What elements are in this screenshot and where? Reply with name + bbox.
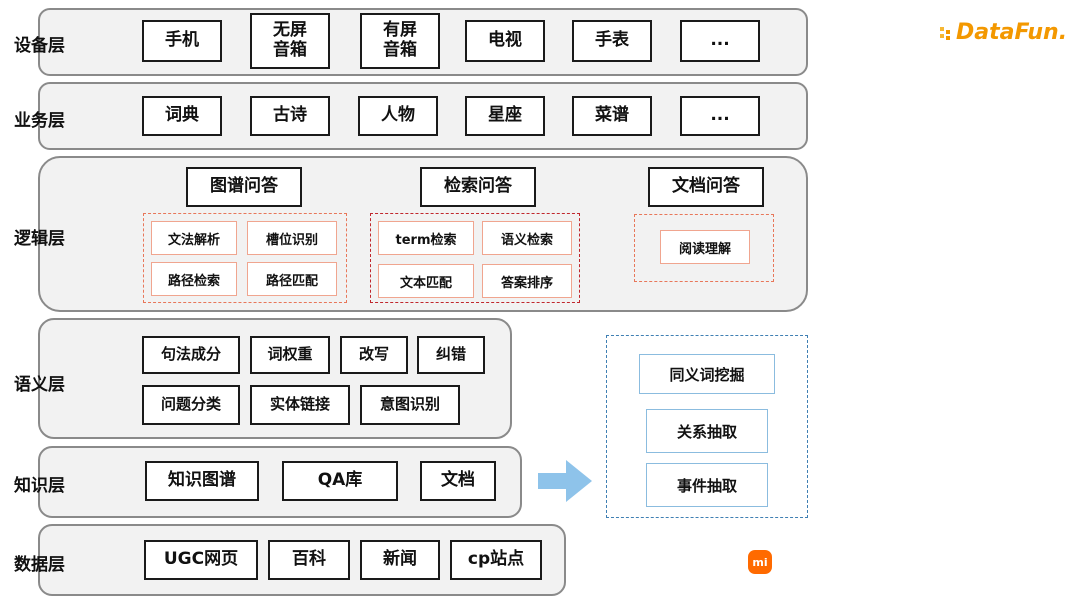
device-more: ...: [680, 20, 760, 62]
graph-qa-path-match: 路径匹配: [247, 262, 337, 296]
search-qa-semantic-search: 语义检索: [482, 221, 572, 255]
mining-event: 事件抽取: [646, 463, 768, 507]
device-speaker-screen: 有屏 音箱: [360, 13, 440, 69]
business-more: ...: [680, 96, 760, 136]
semantic-intent-recognition: 意图识别: [360, 385, 460, 425]
semantic-entity-linking: 实体链接: [250, 385, 350, 425]
data-news: 新闻: [360, 540, 440, 580]
knowledge-qa-lib: QA库: [282, 461, 398, 501]
semantic-correction: 纠错: [417, 336, 485, 374]
device-speaker-screen-text: 有屏 音箱: [383, 20, 417, 60]
search-qa-answer-rank: 答案排序: [482, 264, 572, 298]
mining-relation: 关系抽取: [646, 409, 768, 453]
data-encyclopedia: 百科: [268, 540, 350, 580]
device-speaker-no-screen: 无屏 音箱: [250, 13, 330, 69]
device-phone: 手机: [142, 20, 222, 62]
mi-logo-text: mi: [752, 555, 768, 569]
knowledge-kg: 知识图谱: [145, 461, 259, 501]
doc-qa-reading-comprehension: 阅读理解: [660, 230, 750, 264]
datafun-dots-icon: [940, 27, 950, 40]
knowledge-document: 文档: [420, 461, 496, 501]
semantic-term-weight: 词权重: [250, 336, 330, 374]
search-qa-title: 检索问答: [420, 167, 536, 207]
device-speaker-no-screen-text: 无屏 音箱: [273, 20, 307, 60]
device-watch: 手表: [572, 20, 652, 62]
data-layer-label: 数据层: [14, 555, 65, 575]
search-qa-group: [370, 213, 580, 303]
mining-group: [606, 335, 808, 518]
semantic-question-classify: 问题分类: [142, 385, 240, 425]
doc-qa-group: [634, 214, 774, 282]
semantic-layer-label: 语义层: [14, 375, 65, 395]
data-ugc-web: UGC网页: [144, 540, 258, 580]
graph-qa-grammar-parse: 文法解析: [151, 221, 237, 255]
business-person: 人物: [358, 96, 438, 136]
doc-qa-title: 文档问答: [648, 167, 764, 207]
arrow-right-icon: [538, 460, 592, 502]
business-dictionary: 词典: [142, 96, 222, 136]
search-qa-term-search: term检索: [378, 221, 474, 255]
semantic-rewrite: 改写: [340, 336, 408, 374]
device-layer-label: 设备层: [14, 36, 65, 56]
device-tv: 电视: [465, 20, 545, 62]
business-layer-label: 业务层: [14, 111, 65, 131]
datafun-logo-text: DataFun.: [956, 20, 1068, 45]
graph-qa-path-search: 路径检索: [151, 262, 237, 296]
datafun-logo: DataFun.: [940, 20, 1067, 45]
graph-qa-title: 图谱问答: [186, 167, 302, 207]
logic-layer-label: 逻辑层: [14, 229, 65, 249]
semantic-syntax: 句法成分: [142, 336, 240, 374]
business-poetry: 古诗: [250, 96, 330, 136]
mining-synonym: 同义词挖掘: [639, 354, 775, 394]
knowledge-layer-label: 知识层: [14, 476, 65, 496]
data-cp-site: cp站点: [450, 540, 542, 580]
business-recipe: 菜谱: [572, 96, 652, 136]
mi-logo-icon: mi: [748, 550, 772, 574]
search-qa-text-match: 文本匹配: [378, 264, 474, 298]
graph-qa-group: [143, 213, 347, 303]
graph-qa-slot-recognition: 槽位识别: [247, 221, 337, 255]
business-constellation: 星座: [465, 96, 545, 136]
